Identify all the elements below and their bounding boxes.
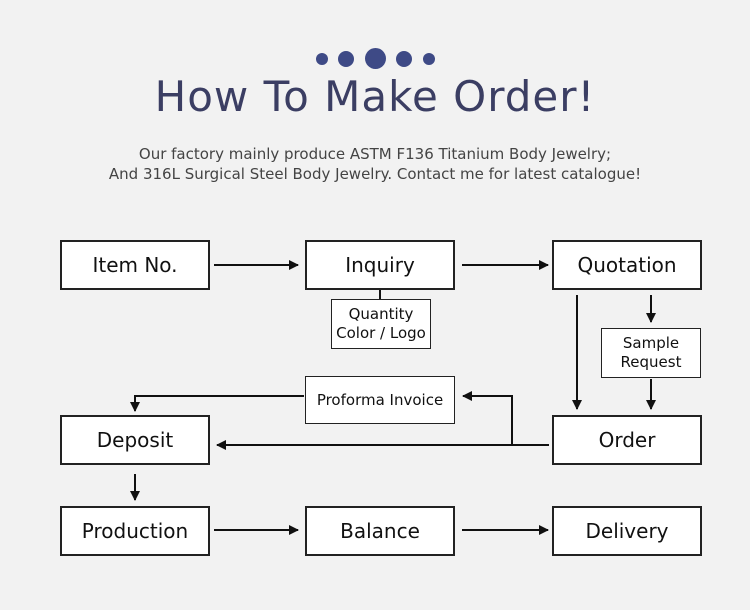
subtitle-line-1: Our factory mainly produce ASTM F136 Tit… <box>138 145 612 163</box>
step-item-no: Item No. <box>60 240 210 290</box>
page-title: How To Make Order! <box>154 72 596 121</box>
inquiry-note-line-2: Color / Logo <box>336 324 426 342</box>
decorative-dots <box>0 46 750 74</box>
step-deposit: Deposit <box>60 415 210 465</box>
step-proforma-invoice: Proforma Invoice <box>305 376 455 424</box>
arrow-proforma-deposit <box>130 395 304 412</box>
step-balance: Balance <box>305 506 455 556</box>
inquiry-note-line-1: Quantity <box>348 305 414 323</box>
subtitle-line-2: And 316L Surgical Steel Body Jewelry. Co… <box>108 165 642 183</box>
dot-5 <box>423 53 435 65</box>
dot-2 <box>338 51 354 67</box>
step-sample-request: Sample Request <box>601 328 701 378</box>
inquiry-note: Quantity Color / Logo <box>331 299 431 349</box>
step-inquiry: Inquiry <box>305 240 455 290</box>
dot-3 <box>365 48 386 69</box>
dot-4 <box>396 51 412 67</box>
arrow-order-proforma <box>462 391 513 445</box>
step-quotation: Quotation <box>552 240 702 290</box>
page-subtitle: Our factory mainly produce ASTM F136 Tit… <box>0 144 750 184</box>
sample-request-line-1: Sample <box>622 334 680 352</box>
sample-request-line-2: Request <box>620 353 682 371</box>
step-delivery: Delivery <box>552 506 702 556</box>
dot-1 <box>316 53 328 65</box>
step-production: Production <box>60 506 210 556</box>
step-order: Order <box>552 415 702 465</box>
